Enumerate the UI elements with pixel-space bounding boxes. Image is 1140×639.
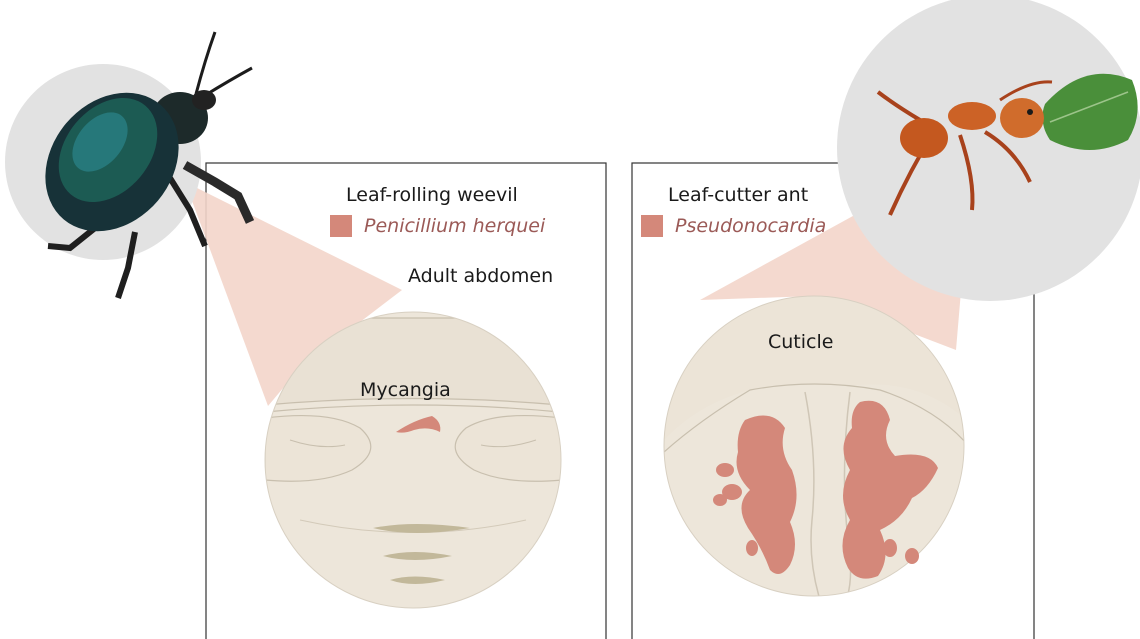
weevil-symbiont-label: Penicillium herquei xyxy=(364,215,546,237)
ant-legend-swatch xyxy=(641,215,663,237)
cuticle-label: Cuticle xyxy=(768,331,833,353)
adult-abdomen-label: Adult abdomen xyxy=(408,265,553,287)
ant-background-circle xyxy=(837,0,1140,301)
mycangia-label: Mycangia xyxy=(360,379,451,401)
weevil-legend-swatch xyxy=(330,215,352,237)
ant-title: Leaf-cutter ant xyxy=(668,184,808,206)
adult-abdomen-magnified xyxy=(265,312,562,608)
ant-symbiont-label: Pseudonocardia xyxy=(675,215,826,237)
weevil-title: Leaf-rolling weevil xyxy=(346,184,518,206)
